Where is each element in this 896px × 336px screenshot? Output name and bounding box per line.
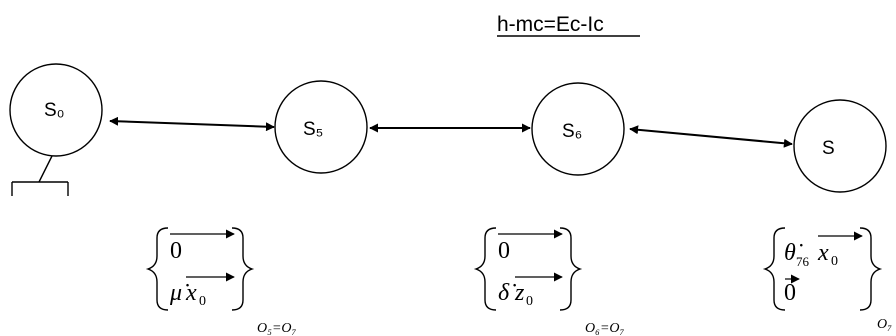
right-brace — [231, 227, 255, 311]
torsor-s: θ̇ 76 x 0 0 O₇ — [762, 227, 892, 332]
torsor-top-sub: 76 — [796, 254, 810, 269]
torsor-bottom-rate: δ̇ — [498, 280, 516, 306]
torsor-point: O₆=O₇ — [585, 321, 625, 336]
link-s0-s5 — [109, 116, 275, 132]
right-brace — [559, 227, 583, 311]
torsor-bottom-vector: x — [185, 280, 197, 306]
svg-text:S: S — [822, 138, 835, 159]
torsor-bottom-sub: 0 — [199, 294, 206, 309]
torsor-point: O₅=O₇ — [257, 321, 297, 336]
torsor-s6: 0 δ̇ z 0 O₆=O₇ — [473, 227, 625, 336]
torsor-point: O₇ — [877, 317, 892, 332]
torsor-top-vector-sub: 0 — [831, 254, 838, 269]
torsor-s5: 0 μ̇ x 0 O₅=O₇ — [145, 227, 297, 336]
svg-text:S₀: S₀ — [44, 100, 65, 121]
right-brace — [859, 227, 883, 311]
node-s: S — [793, 99, 887, 193]
torsor-bottom-value: 0 — [784, 280, 796, 306]
node-s5: S₅ — [274, 80, 368, 174]
left-brace — [473, 227, 497, 311]
left-brace — [145, 227, 169, 311]
torsor-top-value: 0 — [170, 238, 182, 264]
torsor-top-vector: x — [817, 240, 829, 266]
node-s6: S₆ — [531, 82, 625, 176]
node-s0: S₀ — [9, 63, 103, 157]
svg-text:S₆: S₆ — [562, 121, 582, 142]
diagram-title: h-mc=Ec-Ic — [497, 13, 604, 36]
torsor-bottom-sub: 0 — [526, 294, 533, 309]
torsor-bottom-vector: z — [514, 280, 525, 306]
svg-text:S₅: S₅ — [303, 119, 323, 140]
left-brace — [762, 227, 786, 311]
link-s6-s — [629, 125, 793, 148]
torsor-top-value: 0 — [498, 238, 510, 264]
